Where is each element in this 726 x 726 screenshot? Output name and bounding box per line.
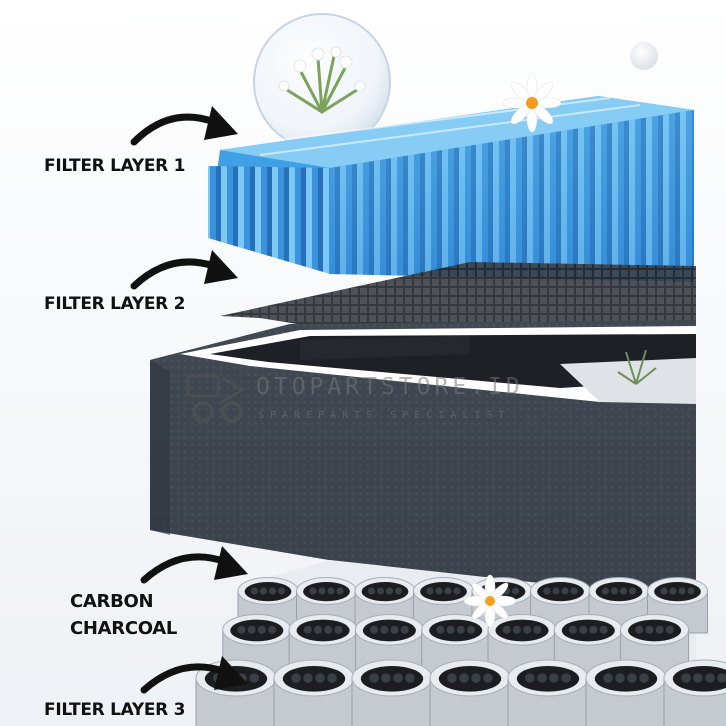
small-plant-icon — [617, 349, 657, 385]
carbon-label-line2: CHARCOAL — [70, 618, 178, 639]
watermark-logo — [186, 374, 245, 423]
foam-frame — [150, 320, 696, 612]
carbon-cell — [585, 659, 667, 726]
carbon-cell — [351, 659, 433, 726]
carbon-cell — [429, 659, 511, 726]
filter-layer-1-label: FILTER LAYER 1 — [44, 156, 186, 176]
bubble-plant-icon — [253, 13, 391, 151]
filter-layer-1-pleats — [208, 96, 694, 282]
carbon-cell — [530, 577, 591, 634]
arrow-icons — [130, 106, 248, 694]
filter-layer-2-label: FILTER LAYER 2 — [44, 294, 186, 314]
carbon-charcoal-cells — [195, 560, 726, 726]
carbon-charcoal-label: CARBON CHARCOAL — [70, 588, 177, 642]
floating-ball-icon — [630, 42, 658, 70]
carbon-cell — [273, 659, 355, 726]
filter-layer-3-label: FILTER LAYER 3 — [44, 700, 186, 720]
watermark-tagline: SPAREPARTS SPECIALIST — [258, 410, 511, 421]
carbon-cell — [588, 577, 650, 634]
daisy-icon — [502, 73, 562, 133]
daisy-icon — [463, 574, 517, 628]
watermark-brand: OTOPARTSTORE.ID — [256, 374, 524, 400]
carbon-label-line1: CARBON — [70, 591, 154, 612]
carbon-cell — [507, 659, 589, 726]
carbon-cell — [663, 659, 726, 726]
